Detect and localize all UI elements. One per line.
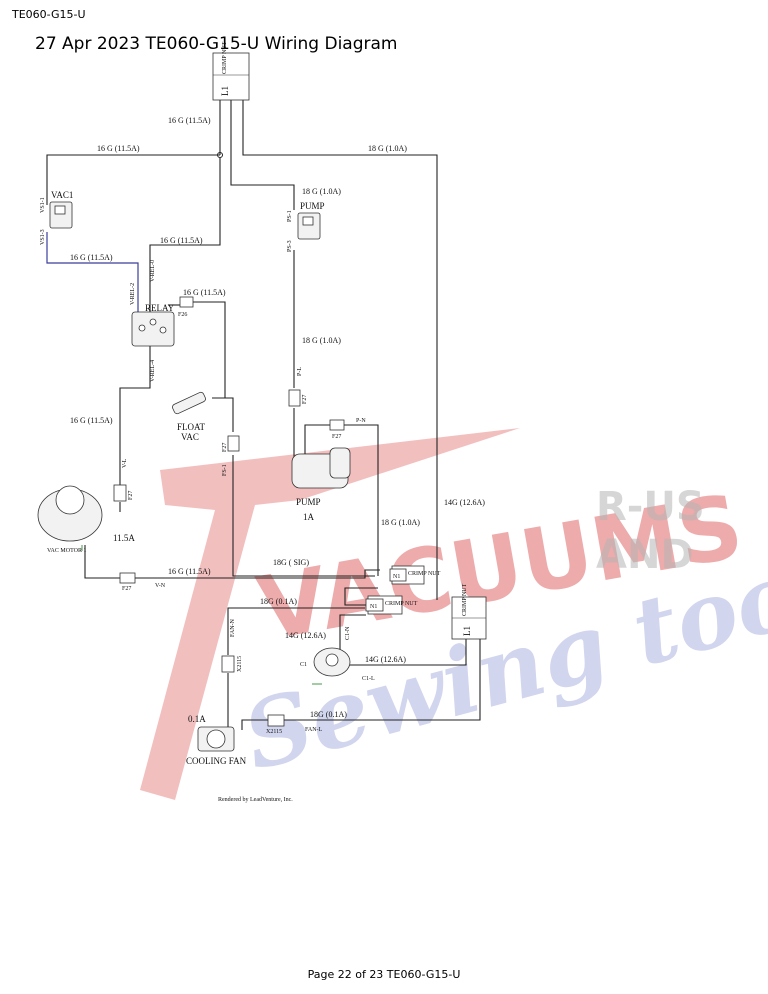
page-footer: Page 22 of 23 TE060-G15-U — [307, 968, 461, 981]
relay: RELAY V-REL-2 V-REL-0 V-REL-4 — [130, 260, 175, 382]
wire-label-sig: 18G ( SIG) — [273, 558, 309, 567]
n1a-label: N1 — [393, 574, 400, 580]
crimp-nut-top-label: CRIMP NUT — [222, 41, 228, 74]
crimp-nut-right: CRIMP NUT L1 — [451, 583, 487, 640]
wire-label-top: 16 G (11.5A) — [168, 116, 211, 125]
pump: PUMP 1A — [291, 447, 351, 522]
crimp-nut-top: CRIMP NUT L1 — [212, 41, 250, 101]
crimp-n1-label: CRIMP NUT — [408, 571, 441, 577]
pump-switch-label: PUMP — [300, 201, 325, 211]
fs1-label: FS-1 — [222, 464, 228, 476]
wire-label-vn: 16 G (11.5A) — [168, 567, 211, 576]
fan-n-connector: FAN-N X2115 — [221, 618, 243, 673]
vac-motor: VAC MOTOR 1 11.5A — [37, 485, 135, 554]
vs1-1-label: VS1-1 — [40, 197, 46, 213]
fs1-connector: F27 FS-1 — [222, 435, 240, 476]
fan-l-label: FAN-L — [305, 727, 323, 733]
l1-right-label: L1 — [462, 626, 472, 636]
vl-connector: V-L F27 — [113, 458, 134, 502]
n1b-label: N1 — [370, 604, 377, 610]
x2115-a-label: X2115 — [237, 656, 243, 672]
float-label: FLOAT — [177, 422, 206, 432]
pump-amp-label: 1A — [303, 512, 315, 522]
vrel0-label: V-REL-0 — [150, 260, 156, 282]
crimp-n1b-label: CRIMP NUT — [385, 601, 418, 607]
vn-connector: F27 V-N — [119, 572, 166, 592]
wire-labels: 16 G (11.5A) 16 G (11.5A) 18 G (1.0A) 18… — [70, 116, 485, 719]
wire-label-fan-n: 18G (0.1A) — [260, 597, 297, 606]
wire-label-vac1: 16 G (11.5A) — [97, 144, 140, 153]
wire-label-pn: 18 G (1.0A) — [381, 518, 420, 527]
x2115-b-label: X2115 — [266, 729, 282, 735]
vac1-label: VAC1 — [51, 190, 73, 200]
wire-label-c1-14g2: 14G (12.6A) — [365, 655, 406, 664]
f27-pl-label: F27 — [302, 395, 308, 404]
vac1-switch: VAC1 VS1-1 VS1-3 — [40, 190, 73, 245]
page-header: TE060-G15-U — [12, 8, 86, 21]
vl-label: V-L — [122, 458, 128, 468]
vn-label: V-N — [155, 583, 166, 589]
pn-label: P-N — [356, 418, 366, 424]
pl-label: P-L — [297, 367, 303, 376]
watermark-rus: R-US — [596, 484, 705, 530]
fan-n-label: FAN-N — [230, 618, 236, 637]
rendered-by: Rendered by LeadVenture, Inc. — [218, 797, 293, 803]
wire-label-relay-motor: 16 G (11.5A) — [70, 416, 113, 425]
c1-capacitor: C1 C1-N C1-L — [300, 626, 375, 682]
watermark-and: AND — [596, 532, 694, 578]
pl-connector: P-L F27 — [288, 367, 308, 407]
f26-connector: F26 — [178, 296, 194, 318]
f27-pn-label: F27 — [332, 434, 341, 440]
vrel4-label: V-REL-4 — [150, 360, 156, 382]
pn-connector: P-N F27 — [329, 418, 366, 440]
f27-vn-label: F27 — [122, 586, 131, 592]
vrel2-label: V-REL-2 — [130, 283, 136, 305]
wires — [46, 100, 481, 730]
cooling-fan-label: COOLING FAN — [186, 756, 247, 766]
f27-fs-label: F27 — [222, 443, 228, 452]
pump-switch: PUMP PS-1 PS-3 — [287, 201, 325, 252]
fan-l-connector: X2115 FAN-L — [266, 714, 323, 735]
ps1-label: PS-1 — [287, 210, 293, 222]
wire-label-c1-14g: 14G (12.6A) — [285, 631, 326, 640]
float-vac: FLOAT VAC — [172, 391, 206, 442]
wire-label-pumpfeed: 18 G (1.0A) — [368, 144, 407, 153]
relay-label: RELAY — [145, 303, 175, 313]
wire-label-pump-mid: 18 G (1.0A) — [302, 336, 341, 345]
wire-label-relay-in: 16 G (11.5A) — [160, 236, 203, 245]
ps3-label: PS-3 — [287, 240, 293, 252]
wire-label-14g: 14G (12.6A) — [444, 498, 485, 507]
c1l-label: C1-L — [362, 676, 375, 682]
l1-top-label: L1 — [220, 86, 230, 96]
vs1-3-label: VS1-3 — [40, 229, 46, 245]
wire-label-float: 16 G (11.5A) — [183, 288, 226, 297]
vac-label: VAC — [181, 432, 199, 442]
watermark-swoosh — [140, 428, 520, 800]
wire-label-vac1-relay: 16 G (11.5A) — [70, 253, 113, 262]
vac-motor-label: VAC MOTOR 1 — [47, 548, 86, 554]
wire-label-pump-top: 18 G (1.0A) — [302, 187, 341, 196]
f26-label: F26 — [178, 312, 187, 318]
page-title: 27 Apr 2023 TE060-G15-U Wiring Diagram — [35, 34, 398, 54]
vac-motor-amp-label: 11.5A — [113, 533, 135, 543]
c1n-label: C1-N — [345, 626, 351, 640]
pump-label: PUMP — [296, 497, 321, 507]
c1-label: C1 — [300, 662, 307, 668]
cooling-fan: 0.1A COOLING FAN — [186, 714, 247, 766]
crimp-nut-n1b: N1 CRIMP NUT — [365, 595, 418, 615]
f27-vl-label: F27 — [128, 491, 134, 500]
crimp-right-label: CRIMP NUT — [462, 583, 468, 616]
crimp-nut-n1: N1 CRIMP NUT — [389, 565, 441, 585]
fan-amp-label: 0.1A — [188, 714, 206, 724]
wire-label-fan-l: 18G (0.1A) — [310, 710, 347, 719]
